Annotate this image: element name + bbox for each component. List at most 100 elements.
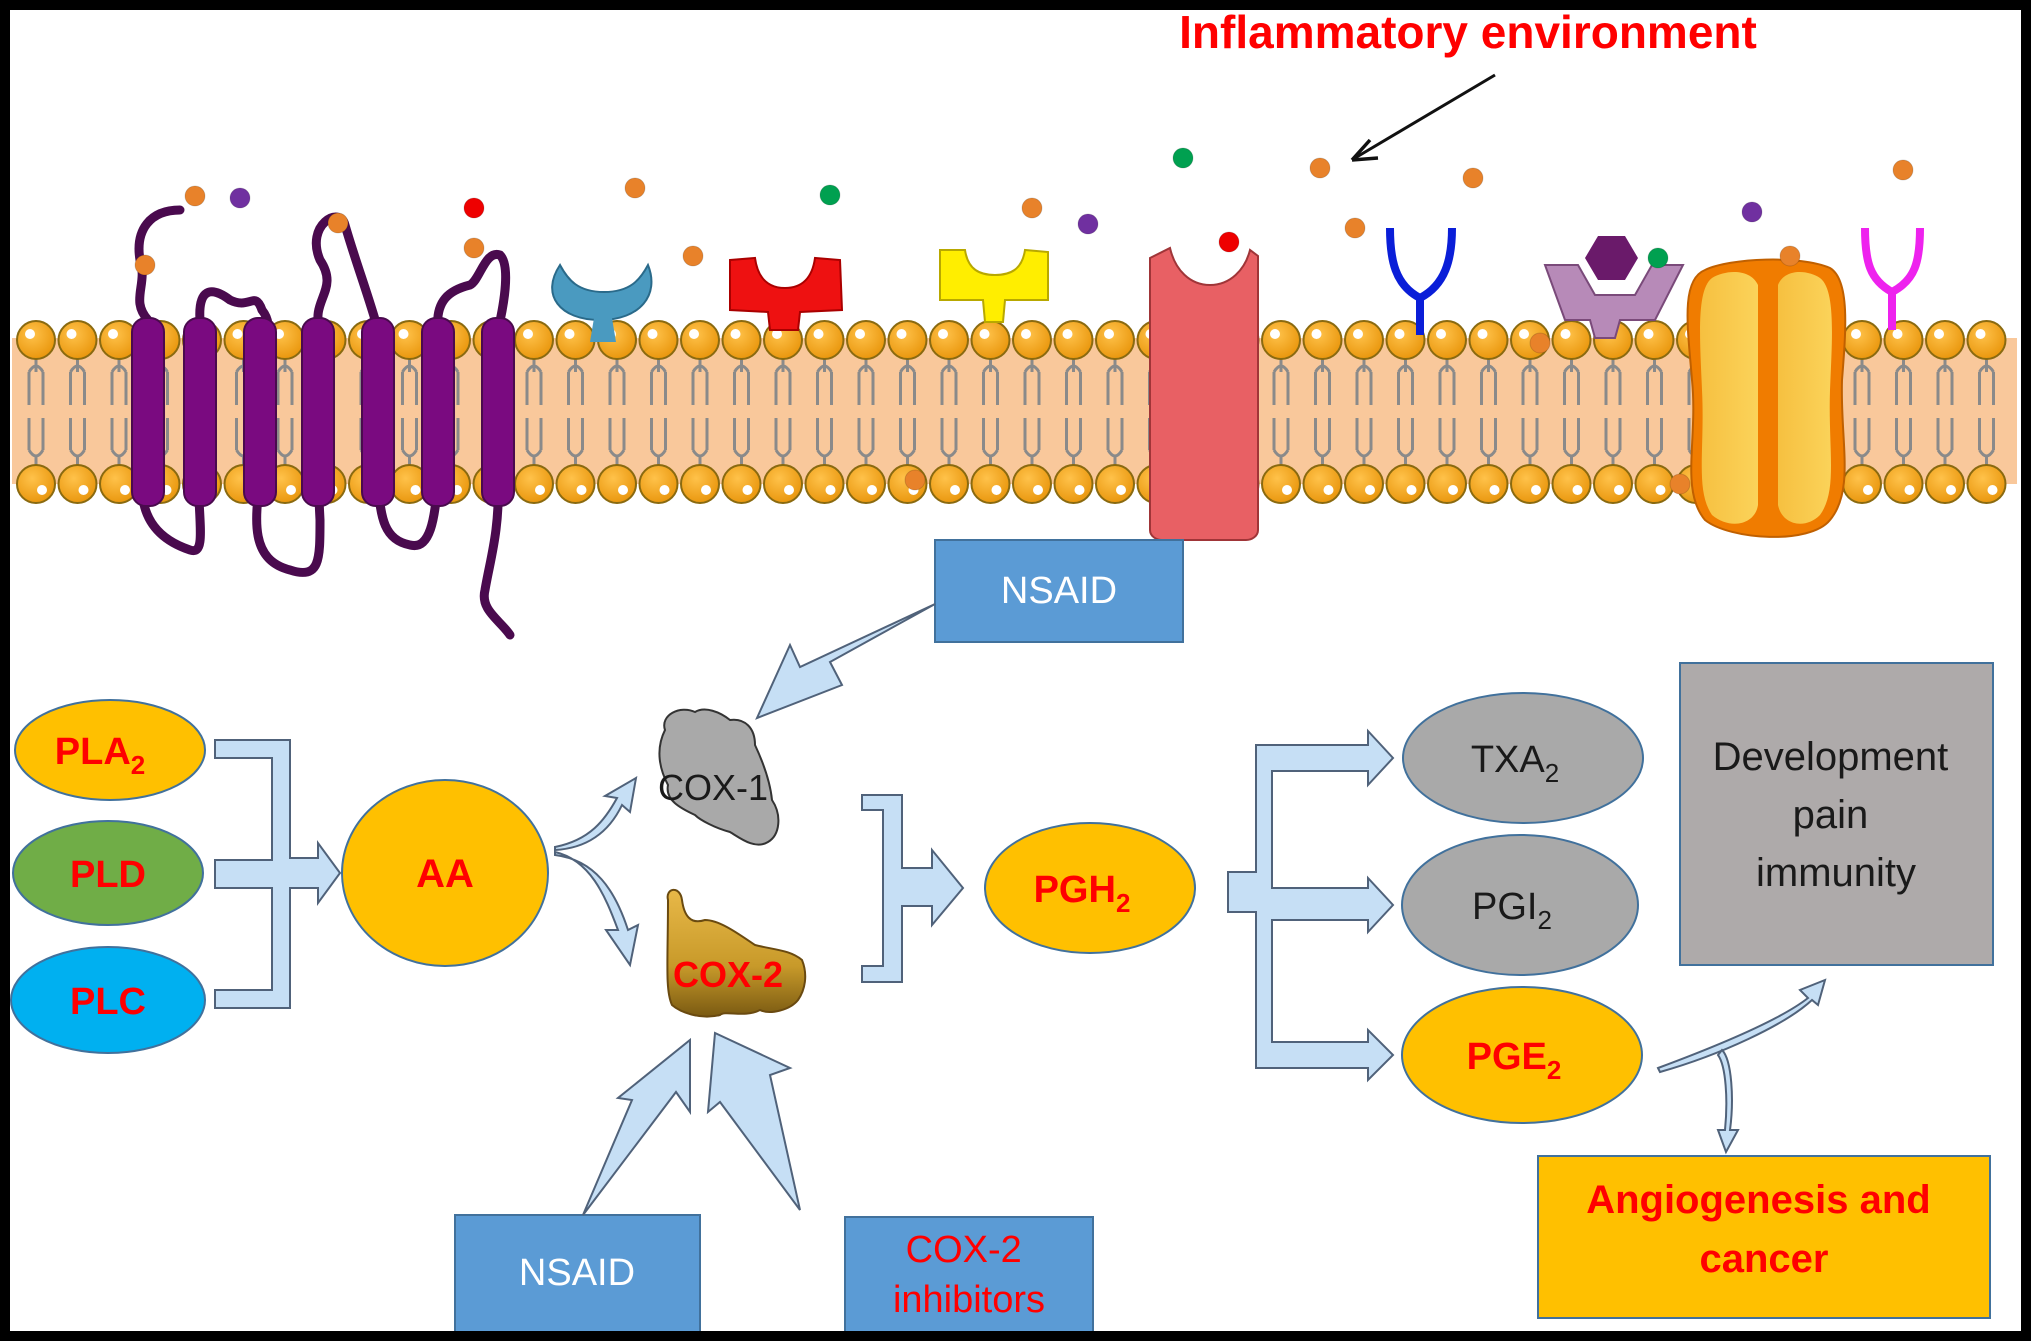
lipid-head [887, 320, 928, 360]
orange-ligand-dot [904, 469, 926, 491]
lipid-tail-pair [816, 355, 833, 470]
lipid-head [804, 464, 845, 504]
lipid-head [1053, 464, 1094, 504]
gpcr-helix [183, 317, 217, 507]
cox2-inhibitor-to-cox2-arrow [706, 1031, 801, 1211]
lipid-tail-pair [1438, 355, 1456, 470]
lipid-tail-pair [1936, 355, 1954, 470]
lipid-head [1883, 464, 1924, 504]
svg-text:PLA2: PLA2 [55, 731, 145, 780]
aa-to-cox1-arrow [554, 776, 638, 852]
pge2-to-angiogenesis-arrow [1716, 1048, 1740, 1155]
aa-node: AA [341, 779, 549, 967]
gpcr-helix [361, 317, 395, 507]
lipid-head [514, 320, 554, 360]
lipid-head [1261, 464, 1301, 504]
cox2-inhibitors-line1: COX-2 [906, 1229, 1022, 1271]
lipid-tail-pair [1106, 355, 1124, 470]
lipid-tail-pair [401, 355, 418, 470]
cox2-inhibitors-line2: inhibitors [893, 1279, 1045, 1321]
svg-text:PGH2: PGH2 [1034, 869, 1131, 918]
gpcr-helix [131, 317, 165, 507]
cox-to-pgh2-arrow [861, 794, 965, 983]
lipid-tail-pair [276, 355, 294, 470]
lipid-head [597, 464, 637, 504]
red-cup-receptor-icon [729, 256, 844, 331]
orange-ligand-dot [1892, 159, 1914, 181]
orange-ligand-dot [682, 245, 704, 267]
lipid-head [1842, 320, 1882, 360]
lipid-tail-pair [899, 355, 916, 470]
gpcr-seven-transmembrane-icon [131, 205, 515, 640]
lipid-head [1883, 320, 1924, 360]
cancer-line: cancer [1700, 1237, 1829, 1281]
lipid-tail-pair [940, 355, 958, 470]
purple-ligand-dot [229, 187, 251, 209]
lipid-head [1551, 320, 1592, 360]
aa-to-cox2-arrow [554, 850, 640, 968]
lipid-head [1012, 464, 1052, 504]
pge2-to-development-arrow [1656, 978, 1827, 1074]
orange-ligand-dot [1529, 332, 1551, 354]
lipid-head [1344, 320, 1384, 360]
lipid-tail-pair [1065, 355, 1082, 470]
lipid-head [1302, 464, 1343, 504]
angiogenesis-box-text: Angiogenesis and cancer [1586, 1178, 1942, 1281]
lipid-tail-pair [1604, 355, 1622, 470]
lipid-tail-pair [1646, 355, 1663, 470]
lipid-head [680, 320, 720, 360]
lipid-head [16, 320, 56, 360]
lipid-head [555, 464, 596, 504]
lipid-tail-pair [691, 355, 709, 470]
orange-ligand-dot [1779, 245, 1801, 267]
red-ligand-dot [1218, 231, 1240, 253]
lipid-tail-pair [608, 355, 626, 470]
lipid-tail-pair [1853, 355, 1871, 470]
lipid-tail-pair [69, 355, 86, 470]
txa2-subscript: 2 [1545, 758, 1559, 788]
lipid-tail-pair [1563, 355, 1580, 470]
lipid-head [1302, 320, 1343, 360]
pain-line: pain [1793, 793, 1869, 837]
lipid-head [1966, 464, 2007, 504]
green-ligand-dot [819, 184, 841, 206]
lipid-head [1427, 320, 1467, 360]
lipid-head [1551, 464, 1592, 504]
nsaid-to-cox2-arrow [582, 1037, 691, 1216]
lipid-head [1925, 320, 1965, 360]
gpcr-helix [421, 317, 455, 507]
nsaid-top-label: NSAID [1001, 570, 1117, 612]
orange-ligand-dot [1309, 157, 1331, 179]
lipid-head [929, 464, 969, 504]
lipid-head [1634, 320, 1675, 360]
pathway-diagram: Inflammatory environment [10, 10, 2017, 1331]
immunity-line: immunity [1756, 851, 1916, 895]
lipid-head [1510, 464, 1550, 504]
pgh2-label: PGH [1034, 869, 1116, 911]
svg-text:PGI2: PGI2 [1472, 886, 1552, 935]
lipid-tail-pair [110, 355, 128, 470]
gpcr-helix [243, 317, 277, 507]
phospholipase-to-aa-arrow [214, 739, 342, 1009]
pla2-subscript: 2 [131, 750, 145, 780]
lipid-head [1012, 320, 1052, 360]
lipid-tail-pair [774, 355, 792, 470]
lipid-head [763, 464, 803, 504]
pge2-node: PGE2 [1401, 986, 1643, 1124]
aa-label: AA [416, 852, 474, 896]
lipid-tail-pair [982, 355, 999, 470]
lipid-head [16, 464, 56, 504]
magenta-y-receptor-icon [1861, 227, 1924, 330]
yellow-cup-receptor-icon [939, 248, 1049, 323]
plc-node: PLC [10, 946, 206, 1054]
nsaid-top-box [934, 539, 1184, 643]
pgh2-to-prostanoids-arrow [1227, 728, 1395, 1083]
lipid-tail-pair [27, 355, 45, 470]
lipid-tail-pair [1521, 355, 1539, 470]
lipid-head [638, 464, 679, 504]
lipid-head [57, 464, 98, 504]
red-ligand-dot [463, 197, 485, 219]
orange-ligand-dot [1344, 217, 1366, 239]
lipid-head [1925, 464, 1965, 504]
svg-text:PGE2: PGE2 [1467, 1036, 1562, 1085]
